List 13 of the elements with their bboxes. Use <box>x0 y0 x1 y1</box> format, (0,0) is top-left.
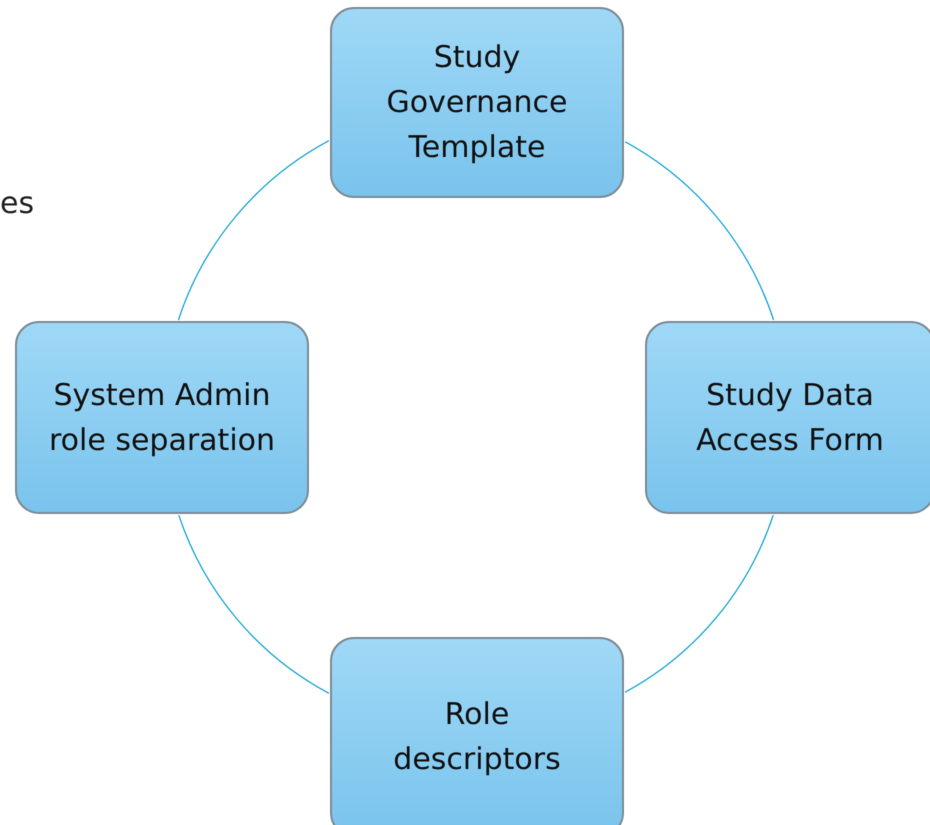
connector-arc <box>178 514 330 694</box>
node-text: System Admin role separation <box>48 376 276 460</box>
rounded-box <box>645 321 930 514</box>
connector-arc <box>624 514 774 693</box>
node-text: Study Data Access Form <box>695 376 885 460</box>
rounded-box <box>330 637 624 825</box>
node-text: Study Governance Template <box>386 39 568 167</box>
connector-arc <box>624 141 774 320</box>
connector-arc <box>178 140 330 320</box>
text-fragment: es <box>0 186 34 221</box>
rounded-box <box>330 7 624 198</box>
node-text: Role descriptors <box>392 696 562 779</box>
rounded-box <box>15 321 309 514</box>
